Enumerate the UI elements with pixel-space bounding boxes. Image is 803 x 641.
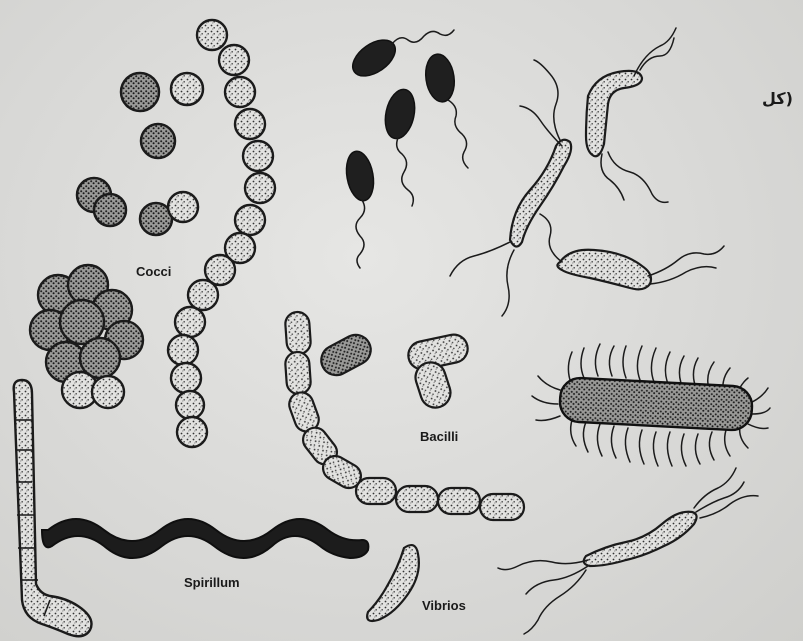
bacilli-label: Bacilli [420,429,458,444]
wavy-flagellated-bacilli [450,28,724,316]
spirillum-label: Spirillum [184,575,240,590]
bacilli-group: Bacilli [285,311,524,520]
filamentous-bacterium [14,380,92,636]
staphylococcus-cluster [30,265,143,408]
peritrichous-bacillus [532,344,770,466]
coccus-cell [94,194,126,226]
wavy-flagellated-cell [498,468,758,634]
arabic-text-fragment: كل) [762,89,793,108]
vibrio: Vibrios [367,545,466,621]
coccus-cell [171,73,203,105]
cocci-label: Cocci [136,264,171,279]
coccus-cell [168,192,198,222]
coccus-cell [141,124,175,158]
cocci-group: Cocci [30,20,275,447]
coccus-cell [121,73,159,111]
flagellated-bacilli [343,30,468,268]
vibrios-label: Vibrios [422,598,466,613]
spirillum: Spirillum [42,519,368,590]
